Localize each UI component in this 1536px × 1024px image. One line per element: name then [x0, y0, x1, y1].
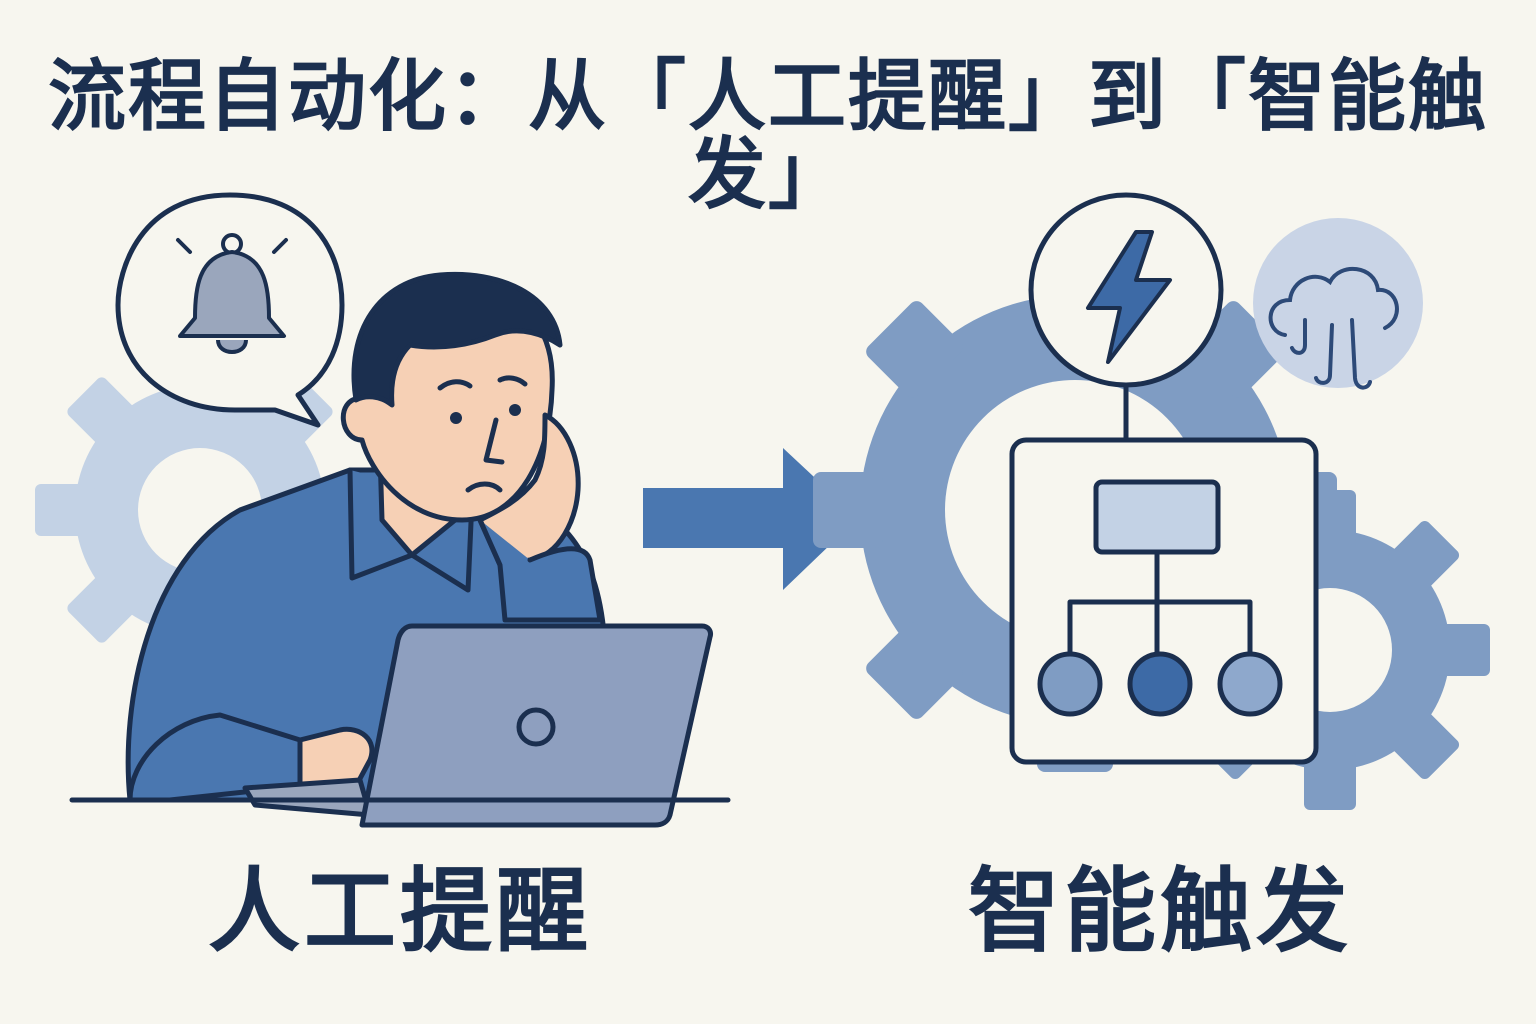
speech-bubble — [115, 192, 345, 428]
lightning-icon — [1028, 192, 1224, 388]
cloud-icon — [1253, 218, 1423, 390]
right-arrow-icon — [643, 448, 858, 590]
bell-icon — [176, 233, 288, 354]
manual-reminder-label: 人工提醒 — [207, 858, 592, 965]
laptop-icon — [242, 623, 713, 828]
workflow-tree-icon — [1009, 437, 1319, 765]
smart-trigger-label: 智能触发 — [967, 858, 1352, 965]
page-title: 流程自动化：从「人工提醒」到「智能触发」 — [47, 52, 1488, 220]
